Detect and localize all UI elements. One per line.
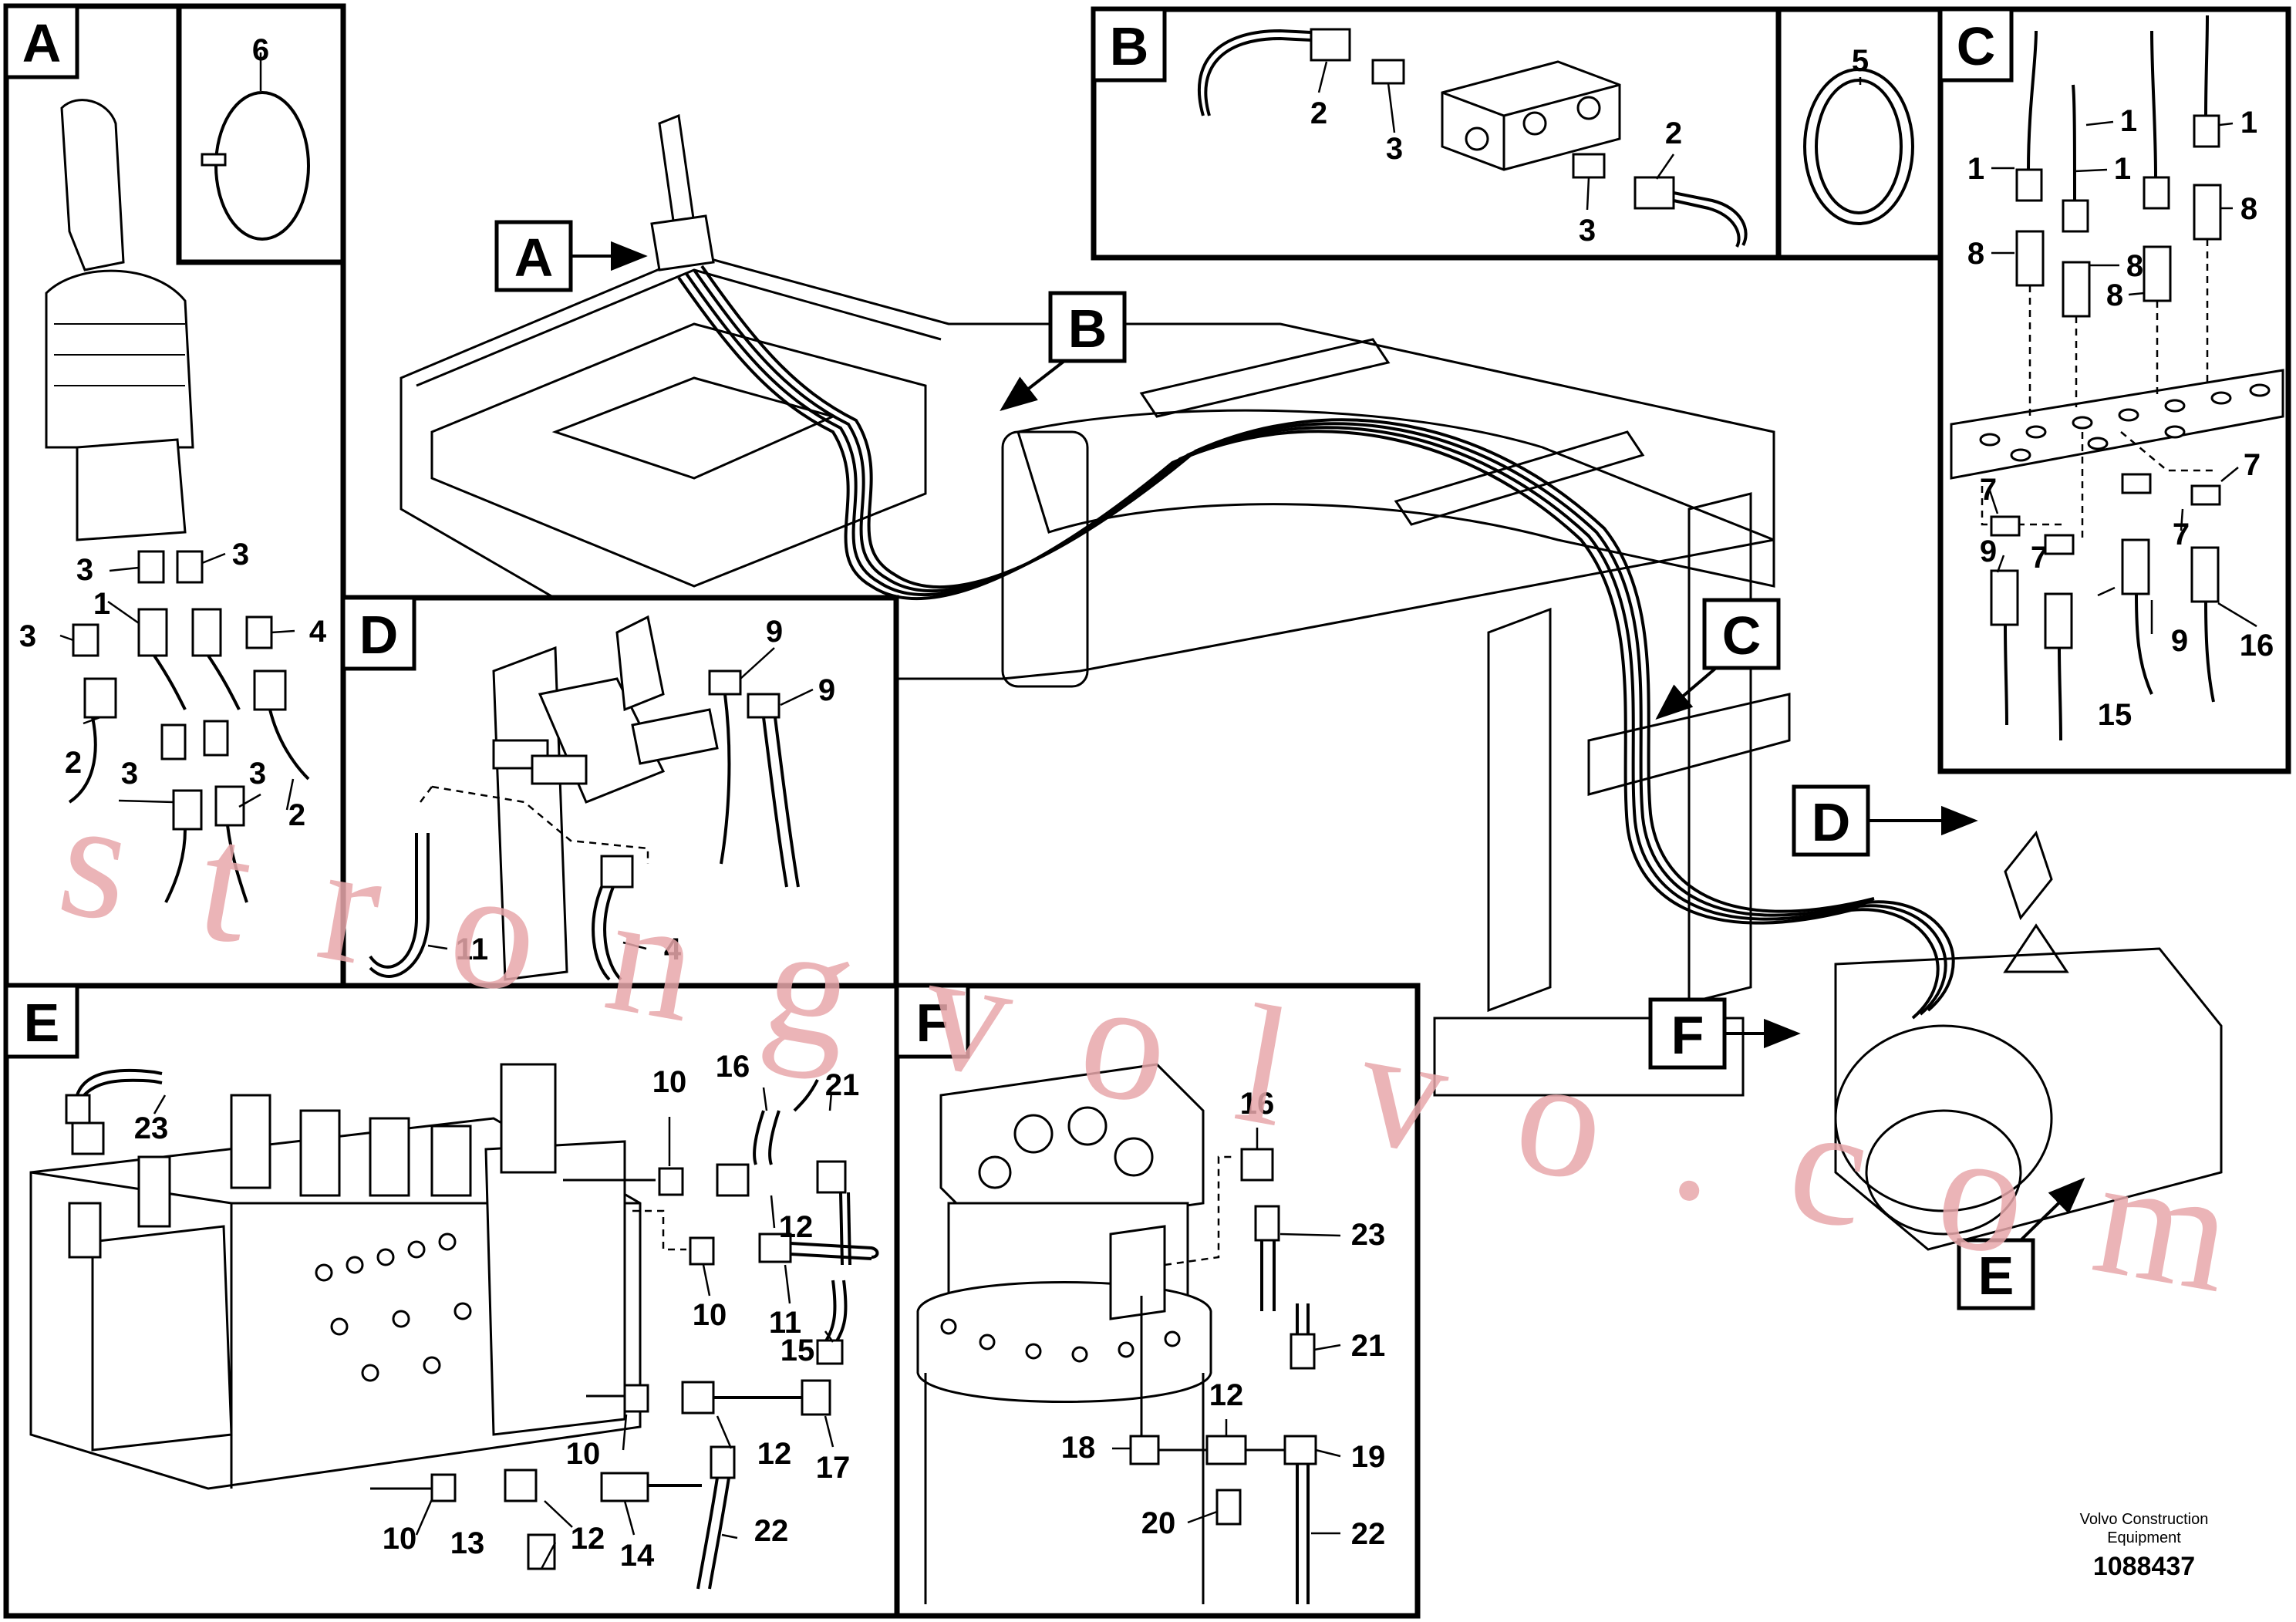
callout-C-letter: C xyxy=(1722,605,1762,666)
part-label-c7b: 7 xyxy=(2031,541,2048,575)
part-label-c1d: 1 xyxy=(2240,106,2257,140)
panel-D: D 9 9 11 4 xyxy=(340,595,899,989)
panel-E-valve-spools xyxy=(68,1063,557,1259)
callout-D-letter: D xyxy=(1812,792,1851,852)
main-assembly xyxy=(400,113,2223,1251)
callout-C: C xyxy=(1655,598,1781,720)
part-label-c16: 16 xyxy=(2240,629,2274,663)
part-label-e14: 14 xyxy=(620,1539,655,1573)
panel-F: F 16 23 21 12 xyxy=(894,983,1421,1619)
callout-B: B xyxy=(1000,291,1127,411)
panel-E-letter: E xyxy=(24,993,60,1053)
part-label-f16: 16 xyxy=(1240,1087,1275,1121)
part-label-c1c: 1 xyxy=(2114,152,2131,186)
callout-B-letter: B xyxy=(1068,298,1108,359)
part-label-a3a: 3 xyxy=(76,553,93,587)
part-label-e13: 13 xyxy=(450,1526,485,1560)
part-label-c9b: 9 xyxy=(2171,624,2188,658)
part-label-f20: 20 xyxy=(1141,1506,1176,1540)
part-label-f19: 19 xyxy=(1351,1440,1386,1474)
part-label-f22: 22 xyxy=(1351,1517,1386,1551)
part-label-a3c: 3 xyxy=(19,619,36,653)
panel-C: C xyxy=(1937,6,2291,774)
part-label-b5: 5 xyxy=(1852,44,1869,78)
part-label-c7d: 7 xyxy=(2173,518,2190,551)
callout-F-letter: F xyxy=(1671,1005,1704,1065)
part-label-d9a: 9 xyxy=(766,615,783,649)
callout-E: E xyxy=(1957,1177,2085,1310)
part-label-a3e: 3 xyxy=(249,757,266,791)
part-label-c1a: 1 xyxy=(1967,152,1984,186)
part-label-e10d: 10 xyxy=(383,1522,417,1556)
panel-B-letter: B xyxy=(1110,16,1149,76)
part-label-a3d: 3 xyxy=(121,757,138,791)
panel-A-letter: A xyxy=(22,13,62,73)
part-label-e12b: 12 xyxy=(757,1437,792,1471)
part-label-a2b: 2 xyxy=(288,798,305,832)
part-label-e10c: 10 xyxy=(566,1437,601,1471)
part-label-f23: 23 xyxy=(1351,1218,1386,1252)
panel-A: A xyxy=(3,3,346,989)
brand-line-1: Volvo Construction xyxy=(2080,1511,2209,1528)
callout-F: F xyxy=(1648,997,1801,1070)
panel-E-block-holes xyxy=(315,1233,472,1382)
panel-B: B 2 3 2 3 5 xyxy=(1091,6,1944,261)
part-label-c7a: 7 xyxy=(1980,473,1997,507)
part-label-c1b: 1 xyxy=(2120,104,2137,138)
part-label-b3b: 3 xyxy=(1579,214,1596,248)
part-label-d11: 11 xyxy=(456,932,488,966)
part-label-d9b: 9 xyxy=(818,673,835,707)
part-label-d4: 4 xyxy=(664,932,682,966)
part-label-e11: 11 xyxy=(769,1306,801,1340)
part-label-c7c: 7 xyxy=(2244,448,2261,482)
part-label-c9a: 9 xyxy=(1980,534,1997,568)
part-label-a6: 6 xyxy=(252,33,269,67)
part-label-a1: 1 xyxy=(93,587,110,621)
part-label-e23: 23 xyxy=(134,1111,169,1145)
drawing-number: 1088437 xyxy=(2093,1552,2195,1581)
part-label-e15: 15 xyxy=(781,1334,815,1367)
part-label-b3a: 3 xyxy=(1386,132,1403,166)
part-label-e12c: 12 xyxy=(571,1522,605,1556)
part-label-c8c: 8 xyxy=(2106,278,2123,312)
panel-C-letter: C xyxy=(1957,16,1996,76)
part-label-b2b: 2 xyxy=(1665,116,1682,150)
part-label-f12: 12 xyxy=(1209,1378,1244,1412)
part-label-f21: 21 xyxy=(1351,1329,1386,1363)
callout-D: D xyxy=(1792,784,1978,857)
part-label-e12a: 12 xyxy=(779,1210,814,1244)
part-label-a3b: 3 xyxy=(232,538,249,572)
part-label-c8b: 8 xyxy=(2126,249,2143,283)
callout-A-letter: A xyxy=(514,228,554,288)
part-label-e17: 17 xyxy=(816,1451,851,1485)
part-label-b2a: 2 xyxy=(1310,96,1327,130)
title-block: Volvo Construction Equipment 1088437 xyxy=(2080,1511,2209,1581)
part-label-a4: 4 xyxy=(309,615,327,649)
part-label-a2a: 2 xyxy=(65,746,82,780)
panel-D-letter: D xyxy=(359,605,399,665)
part-label-e10b: 10 xyxy=(693,1298,727,1332)
part-label-c15: 15 xyxy=(2098,698,2132,732)
part-label-e21: 21 xyxy=(825,1068,860,1102)
part-label-e22: 22 xyxy=(754,1514,789,1548)
panel-A-fittings xyxy=(68,550,310,903)
panel-C-plate-holes xyxy=(1979,383,2271,462)
part-label-c8d: 8 xyxy=(2240,192,2257,226)
part-label-e16: 16 xyxy=(716,1050,750,1084)
part-label-f18: 18 xyxy=(1061,1431,1096,1465)
brand-line-2: Equipment xyxy=(2107,1529,2181,1546)
callout-E-letter: E xyxy=(1978,1246,2014,1306)
panel-F-motor-bolts xyxy=(940,1318,1181,1363)
panel-F-letter: F xyxy=(916,993,949,1053)
part-label-e10a: 10 xyxy=(652,1065,687,1099)
callout-A: A xyxy=(494,220,648,292)
part-label-c8a: 8 xyxy=(1967,237,1984,271)
panel-E: E xyxy=(3,983,900,1619)
